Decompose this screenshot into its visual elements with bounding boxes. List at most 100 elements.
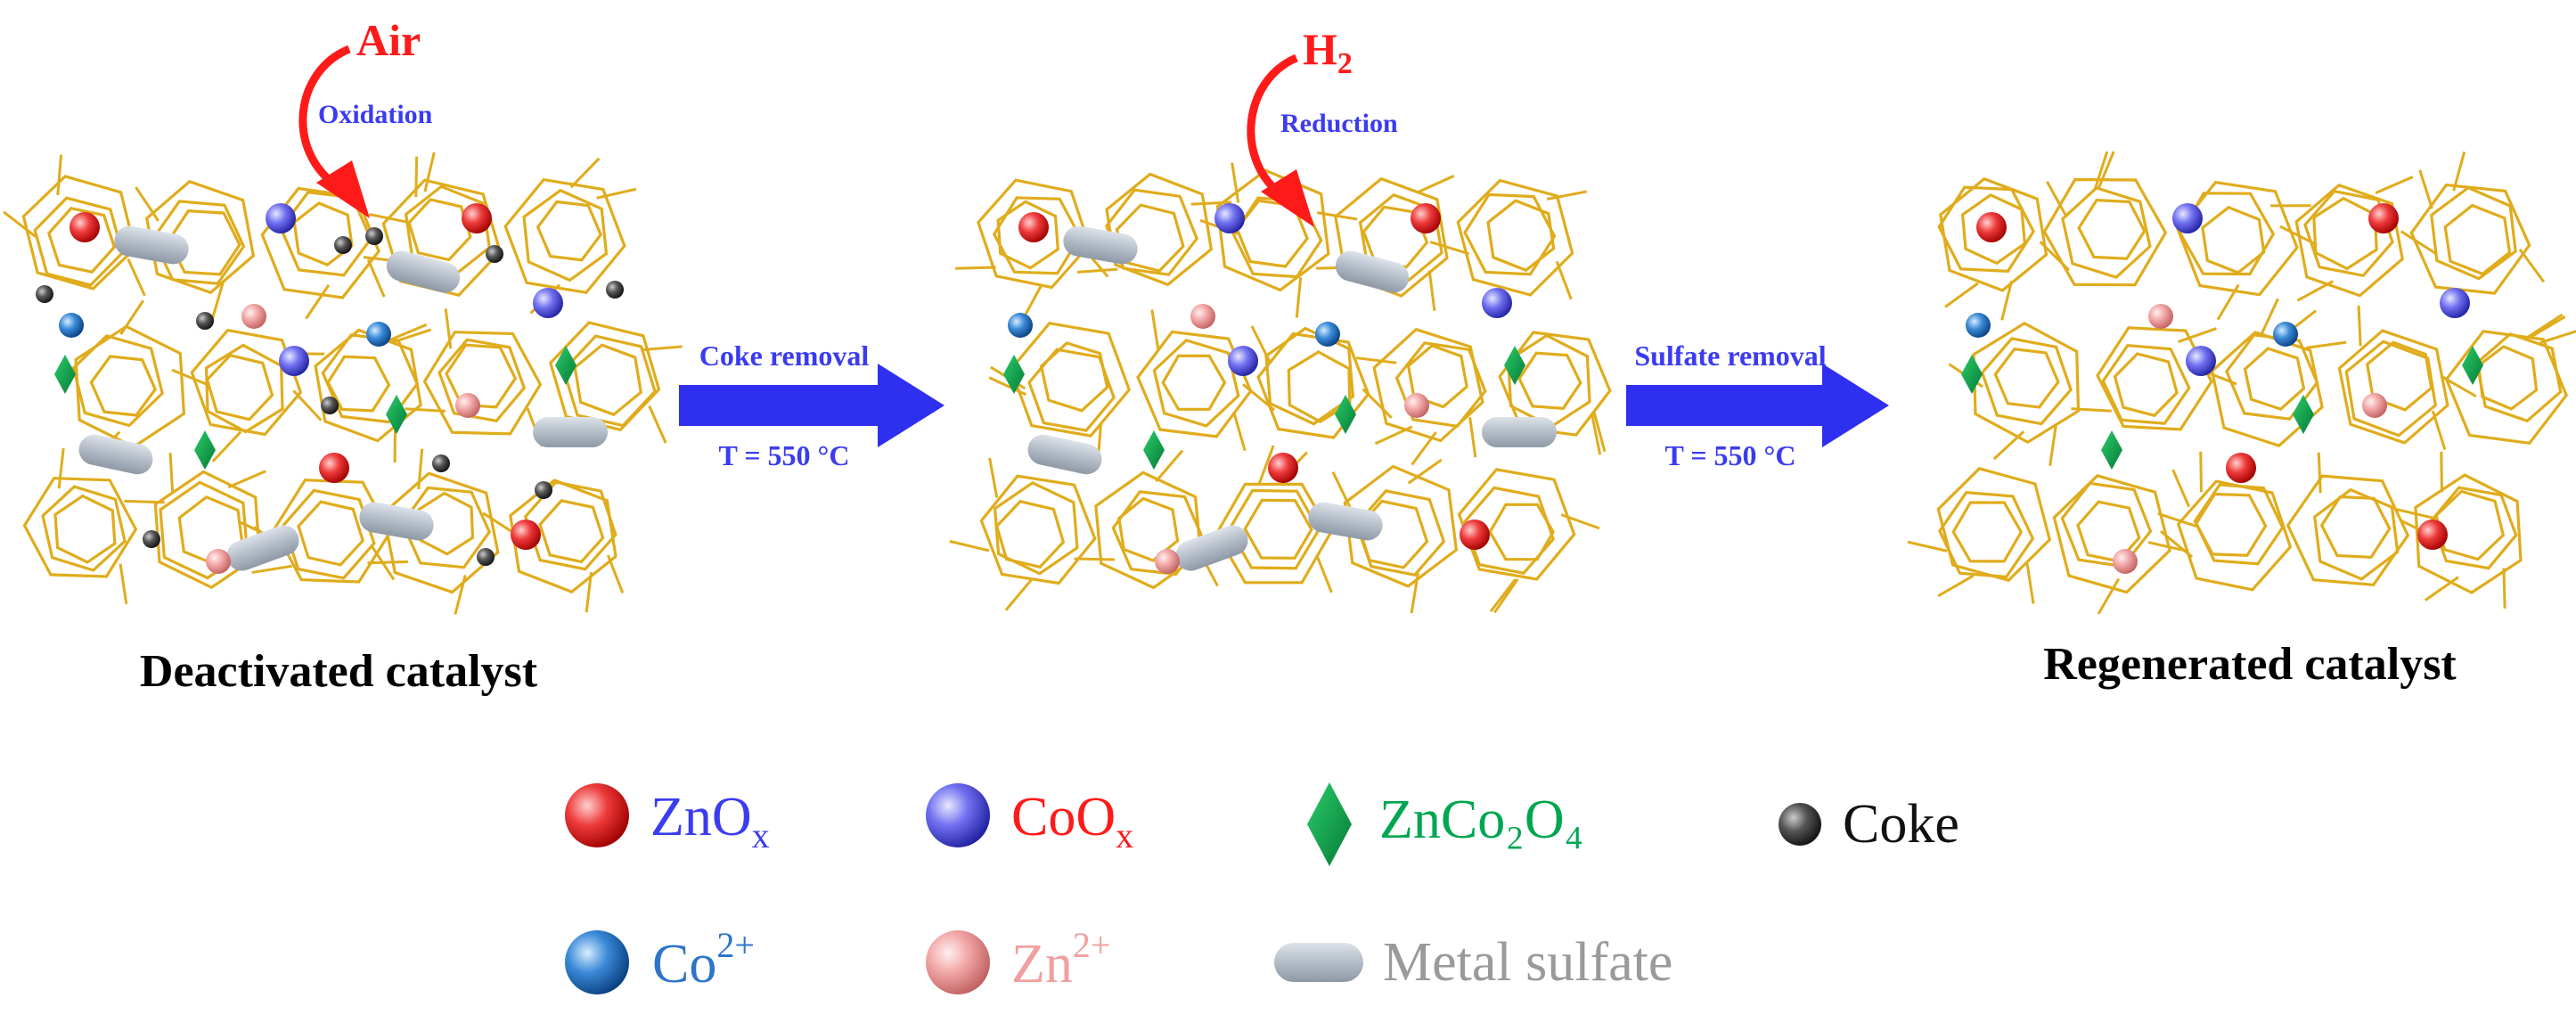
purple-sphere-icon <box>1214 203 1245 233</box>
framework-0 <box>3 151 683 615</box>
framework-ring <box>573 343 643 417</box>
framework-ring <box>2344 340 2438 438</box>
framework-ring <box>1972 321 2081 445</box>
framework-strut <box>417 448 424 490</box>
framework-strut <box>227 470 266 489</box>
framework-strut <box>2317 452 2322 494</box>
coke-removal-label: Coke removal <box>699 340 870 372</box>
coke-sphere-icon <box>606 281 624 299</box>
framework-ring <box>1498 331 1612 437</box>
blue-sphere-icon <box>366 322 391 347</box>
framework-strut <box>391 328 432 344</box>
sulfate-removal-arrow <box>1626 364 1889 447</box>
pink-sphere-icon <box>1404 393 1429 418</box>
framework-ring <box>2194 492 2268 557</box>
legend-coke: Coke <box>1843 794 1959 855</box>
framework-strut <box>127 258 146 297</box>
framework-ring <box>1394 341 1487 429</box>
coke-sphere-icon <box>432 454 450 472</box>
hydrogen-label: H2 <box>1303 24 1353 80</box>
metal-sulfate-pill-icon <box>1335 250 1410 293</box>
purple-sphere-icon <box>266 203 296 233</box>
framework-strut <box>2199 451 2203 493</box>
framework-strut <box>2296 280 2334 302</box>
blue-sphere-icon <box>2273 322 2298 347</box>
framework-ring <box>1256 331 1370 439</box>
framework-ring <box>1951 501 2024 563</box>
framework-ring <box>977 178 1092 290</box>
green-diamond-icon <box>2101 430 2122 470</box>
coke-sphere-icon <box>365 227 383 245</box>
framework-ring <box>996 200 1059 270</box>
framework-ring <box>41 485 127 572</box>
red-sphere-icon <box>1268 453 1298 483</box>
framework-strut <box>2046 181 2068 218</box>
framework-strut <box>2400 230 2436 255</box>
green-diamond-icon <box>1504 346 1525 385</box>
framework-strut <box>1546 190 1588 201</box>
framework-strut <box>2025 563 2035 604</box>
framework-ring <box>1980 337 2073 426</box>
coke-removal-condition: T = 550 °C <box>719 439 850 471</box>
framework-strut <box>119 299 144 336</box>
framework-ring <box>2365 340 2433 412</box>
coke-removal-arrow <box>679 364 945 447</box>
framework-ring <box>297 500 365 567</box>
framework-ring <box>1937 185 2035 273</box>
red-sphere-icon <box>2368 203 2399 233</box>
framework-strut <box>211 430 242 462</box>
framework-strut <box>305 284 331 320</box>
framework-ring <box>1457 468 1576 581</box>
framework-ring <box>2443 203 2512 276</box>
framework-strut <box>388 323 428 342</box>
framework-strut <box>2357 305 2362 347</box>
framework-ring <box>1406 344 1468 409</box>
framework-strut <box>1410 572 1419 614</box>
framework-strut <box>2431 410 2447 450</box>
framework-strut <box>1257 445 1275 485</box>
framework-ring <box>282 488 376 580</box>
framework-strut <box>2424 576 2459 602</box>
framework-ring <box>1960 192 2027 266</box>
framework-ring <box>422 331 543 436</box>
framework-strut <box>2097 577 2121 615</box>
legend-co2plus-text: Co <box>652 934 716 994</box>
legend: ZnOx CoOx ZnCo₂O₄ Coke Co2+ Zn2+ Metal s… <box>565 782 1959 994</box>
framework-strut <box>1331 471 1353 510</box>
framework-ring <box>205 353 274 421</box>
metal-sulfate-pill-icon <box>1027 434 1102 475</box>
legend-zn2plus: Zn2+ <box>1011 925 1110 994</box>
green-diamond-icon <box>2293 395 2314 434</box>
framework-strut <box>423 151 436 192</box>
framework-ring <box>538 499 605 564</box>
framework-ring <box>21 175 137 291</box>
legend-co2plus: Co2+ <box>652 925 755 994</box>
oxidation-step: Air Oxidation <box>298 15 433 218</box>
metal-sulfate-pill-icon <box>226 525 299 571</box>
framework-strut <box>414 156 419 198</box>
framework-ring <box>2294 183 2404 298</box>
framework-ring <box>2337 329 2449 445</box>
framework-ring <box>2430 185 2517 281</box>
framework-ring <box>445 343 518 409</box>
red-sphere-icon <box>1018 212 1049 242</box>
pink-sphere-icon <box>2113 549 2138 574</box>
metal-sulfate-pill-icon <box>533 417 608 447</box>
framework-strut <box>1907 540 1948 552</box>
framework-ring <box>2201 205 2266 274</box>
pink-sphere-icon <box>241 304 266 329</box>
framework-strut <box>210 281 225 322</box>
framework-ring <box>314 328 422 443</box>
framework-strut <box>1231 162 1240 203</box>
metal-sulfate-pill-icon <box>1175 525 1248 571</box>
legend-coo-sub: x <box>1116 815 1133 855</box>
hydrogen-symbol: H <box>1303 24 1337 74</box>
deactivated-caption: Deactivated catalyst <box>140 646 538 697</box>
framework-strut <box>1411 431 1437 466</box>
framework-strut <box>2000 280 2014 321</box>
coke-sphere-icon <box>486 245 503 263</box>
framework-ring <box>2077 199 2147 260</box>
framework-ring <box>2101 344 2191 425</box>
framework-ring <box>292 201 354 267</box>
framework-strut <box>3 210 37 238</box>
